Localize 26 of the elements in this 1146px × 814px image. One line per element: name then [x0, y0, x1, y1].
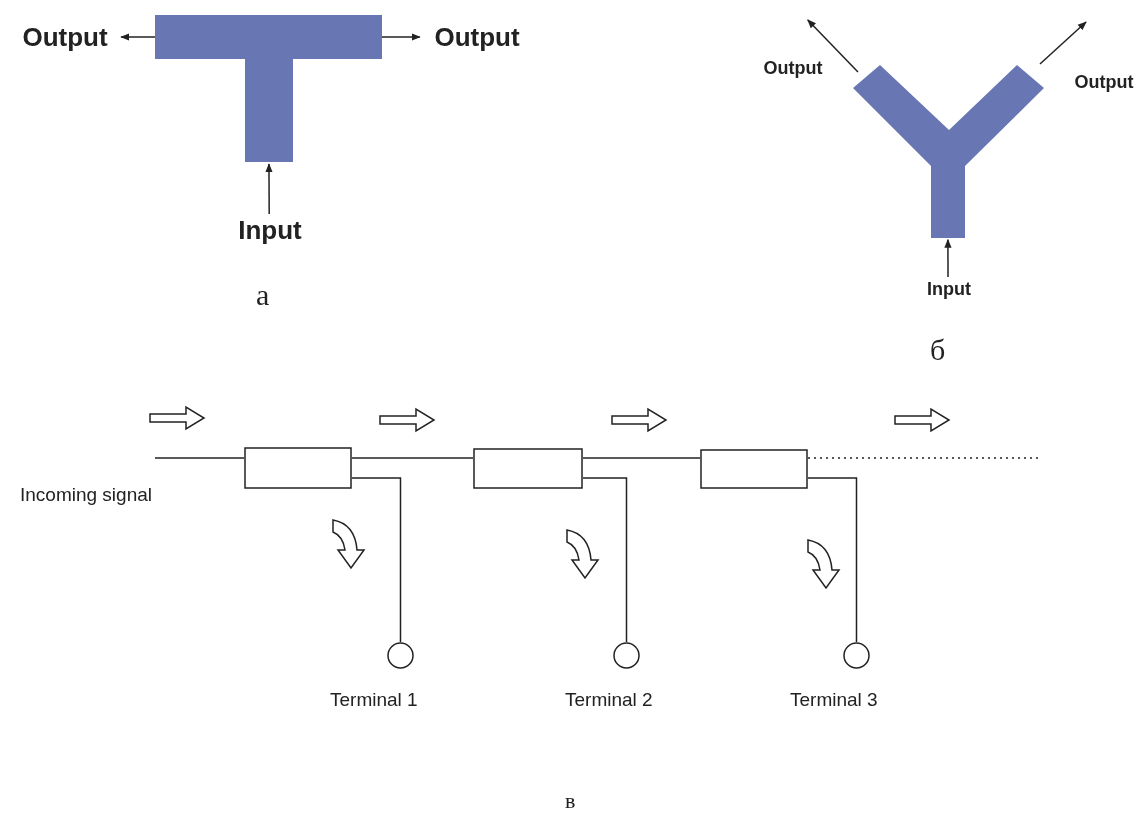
- signal-line: [807, 477, 858, 643]
- arrow: [265, 163, 273, 215]
- signal-line: [807, 457, 1041, 459]
- signal-line: [154, 457, 245, 459]
- arrow: [120, 33, 156, 41]
- signal-line: [582, 457, 701, 459]
- terminal-label: Terminal 2: [565, 690, 653, 709]
- signal-line: [351, 477, 402, 643]
- port-label: Output: [1062, 72, 1146, 92]
- panel-letter: в: [565, 790, 576, 812]
- arrow: [807, 19, 859, 73]
- port-label: Output: [10, 24, 120, 50]
- port-label: Input: [918, 278, 980, 300]
- arrow: [381, 33, 421, 41]
- panel-letter: б: [930, 335, 946, 365]
- terminal-label: Terminal 1: [330, 690, 418, 709]
- signal-line: [582, 477, 628, 643]
- port-label: Output: [752, 58, 834, 78]
- arrow: [1039, 21, 1087, 65]
- panel-letter: а: [256, 280, 270, 310]
- signal-line: [351, 457, 474, 459]
- arrow: [944, 238, 952, 278]
- signal-label: Incoming signal: [20, 485, 153, 504]
- terminal-label: Terminal 3: [790, 690, 878, 709]
- port-label: Output: [422, 24, 532, 50]
- port-label: Input: [230, 216, 310, 244]
